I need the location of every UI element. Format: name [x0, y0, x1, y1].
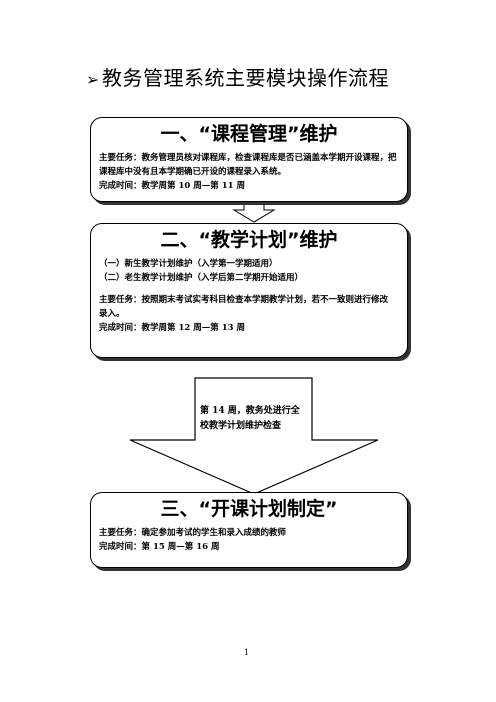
task-line: 录入。: [99, 309, 125, 319]
sub-item: （二）老生教学计划维护（入学后第二学期开始适用）: [99, 273, 304, 283]
page-number: 1: [244, 648, 250, 657]
callout-text: 第 14 周，教务处进行全 校教学计划维护检查: [200, 404, 304, 434]
completion-time: 完成时间：教学周第 12 周—第 13 周: [99, 323, 245, 333]
task-line: 主要任务：按照期末考试实考科目检查本学期教学计划，若不一致则进行修改: [99, 295, 389, 305]
step-title: 三、“开课计划制定”: [160, 498, 338, 520]
callout-line: 校教学计划维护检查: [200, 421, 282, 431]
page-title: ➢教务管理系统主要模块操作流程: [86, 64, 446, 94]
completion-time: 完成时间：第 15 周—第 16 周: [99, 542, 220, 552]
step-title: 二、“教学计划”维护: [160, 229, 338, 251]
completion-time: 完成时间：教学周第 10 周—第 11 周: [99, 181, 245, 191]
callout-line: 第 14 周，教务处进行全: [200, 406, 300, 416]
task-line: 主要任务：确定参加考试的学生和录入成绩的教师: [99, 528, 287, 538]
step-box-course-management: 一、“课程管理”维护 主要任务：教务管理员核对课程库，检查课程库是否已涵盖本学期…: [90, 117, 408, 202]
step-box-teaching-plan: 二、“教学计划”维护 （一）新生教学计划维护（入学第一学期适用） （二）老生教学…: [90, 223, 408, 358]
step-title: 一、“课程管理”维护: [160, 123, 338, 145]
step-box-course-schedule: 三、“开课计划制定” 主要任务：确定参加考试的学生和录入成绩的教师 完成时间：第…: [90, 492, 408, 568]
task-line: 课程库中没有且本学期确已开设的课程录入系统。: [99, 167, 287, 177]
task-line: 主要任务：教务管理员核对课程库，检查课程库是否已涵盖本学期开设课程，把: [99, 153, 397, 163]
sub-item: （一）新生教学计划维护（入学第一学期适用）: [99, 259, 278, 269]
arrow-bullet-icon: ➢: [86, 70, 100, 89]
callout-down-arrow: [129, 377, 379, 495]
page-title-text: 教务管理系统主要模块操作流程: [102, 66, 389, 90]
